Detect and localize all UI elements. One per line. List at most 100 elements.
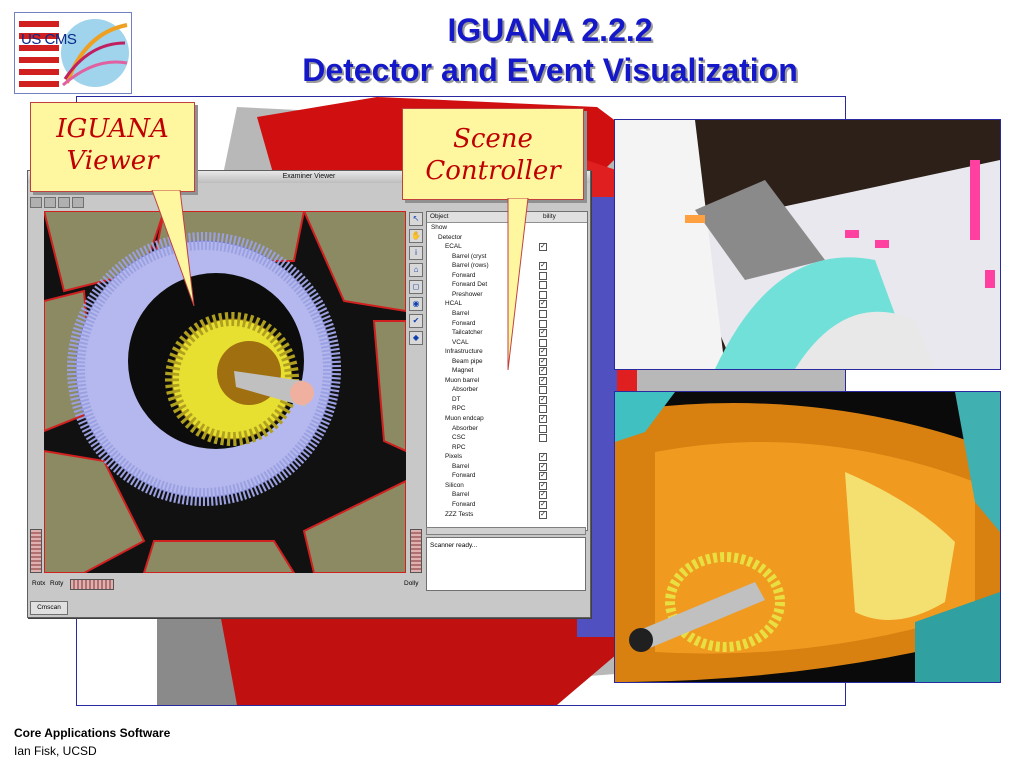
visibility-checkbox[interactable]: ✓ [539,415,547,423]
tree-item-label: VCAL [452,338,469,346]
seek-icon[interactable]: ✔ [409,314,423,328]
visibility-checkbox[interactable] [539,338,547,347]
visibility-checkbox[interactable]: ✓ [539,510,547,519]
visibility-checkbox[interactable]: ✓ [539,262,547,271]
callout-viewer-line2: Viewer [66,146,159,176]
help-icon[interactable] [72,197,84,208]
slide-title-line2: Detector and Event Visualization [302,52,798,88]
visibility-checkbox[interactable]: ✓ [539,481,547,490]
visibility-checkbox[interactable] [539,434,547,443]
tree-item[interactable]: Show [431,223,447,232]
visibility-checkbox[interactable]: ✓ [539,348,547,357]
tree-item-label: Forward [452,319,476,327]
tree-item-label: Absorber [452,424,478,432]
visibility-checkbox[interactable] [539,424,547,433]
view-all-icon[interactable]: ◻ [409,280,423,294]
visibility-checkbox[interactable] [539,405,547,414]
visibility-checkbox[interactable]: ✓ [539,500,547,509]
tree-item[interactable]: VCAL [452,338,469,347]
tree-item[interactable]: CSC [452,433,466,442]
visibility-checkbox[interactable]: ✓ [539,329,547,338]
tree-item-label: Beam pipe [452,357,483,365]
visibility-checkbox[interactable]: ✓ [539,376,547,385]
tree-item[interactable]: Barrel [452,490,469,499]
uscms-logo-graphic [19,19,129,91]
tree-item[interactable]: Magnet [452,366,473,375]
tree-item[interactable]: ECAL [445,242,462,251]
print-icon[interactable] [58,197,70,208]
visibility-checkbox[interactable] [539,319,547,328]
right-thumbwheel[interactable] [410,529,422,573]
tree-item[interactable]: RPC [452,404,466,413]
visibility-checkbox[interactable]: ✓ [539,453,547,462]
examiner-viewer-window[interactable]: Examiner Viewer [27,170,591,618]
tree-item[interactable]: ZZZ Tests [445,510,473,519]
tree-item-label: DT [452,395,461,403]
info-icon[interactable]: i [409,246,423,260]
tree-item[interactable]: Tailcatcher [452,328,483,337]
tab-cmscan[interactable]: Cmscan [30,601,68,615]
tree-item[interactable]: Forward Det [452,280,487,289]
visibility-checkbox[interactable]: ✓ [539,357,547,366]
tree-item[interactable]: Barrel (rows) [452,261,489,270]
visibility-checkbox[interactable]: ✓ [539,300,547,309]
tree-item[interactable]: Forward [452,271,475,280]
tree-item[interactable]: Absorber [452,385,478,394]
tree-item[interactable]: RPC [452,443,466,452]
visibility-checkbox[interactable]: ✓ [539,472,547,481]
tree-col-visibility: bility [543,213,556,220]
visibility-checkbox[interactable]: ✓ [539,367,547,376]
callout-viewer-pointer [151,190,195,307]
tree-item[interactable]: Pixels [445,452,462,461]
footer-author: Ian Fisk, UCSD [14,744,97,758]
visibility-checkbox[interactable] [539,271,547,280]
uscms-logo: US CMS [14,12,132,94]
tree-item[interactable]: HCAL [445,299,462,308]
3d-detector-view[interactable] [44,211,406,573]
tree-item[interactable]: Infrastructure [445,347,483,356]
tree-item[interactable]: Barrel [452,462,469,471]
visibility-checkbox[interactable] [539,309,547,318]
open-folder-icon[interactable] [30,197,42,208]
visibility-checkbox[interactable] [539,281,547,290]
home-icon[interactable]: ⌂ [409,263,423,277]
visibility-checkbox[interactable] [539,290,547,299]
visibility-checkbox[interactable]: ✓ [539,491,547,500]
tree-item-label: ZZZ Tests [445,510,474,518]
tree-item-label: Tailcatcher [452,329,483,337]
hand-icon[interactable]: ✋ [409,229,423,243]
roty-thumbwheel[interactable] [70,579,114,590]
tree-item-label: Absorber [452,386,478,394]
tree-item[interactable]: Forward [452,500,475,509]
viewer-toolbar [30,197,200,209]
tree-item[interactable]: DT [452,395,461,404]
tree-item[interactable]: Barrel [452,309,469,318]
tree-item[interactable]: Detector [438,233,462,242]
visibility-checkbox[interactable]: ✓ [539,462,547,471]
tree-item[interactable]: Muon barrel [445,376,479,385]
pick-arrow-icon[interactable]: ↖ [409,212,423,226]
tree-item-label: Magnet [452,367,474,375]
eye-icon[interactable]: ◉ [409,297,423,311]
tree-item-label: Barrel (rows) [452,262,489,270]
tree-item[interactable]: Forward [452,471,475,480]
visibility-checkbox[interactable]: ✓ [539,395,547,404]
tree-item[interactable]: Muon endcap [445,414,484,423]
tree-horizontal-scrollbar[interactable] [426,527,586,535]
tree-item[interactable]: Absorber [452,424,478,433]
tree-item[interactable]: Barrel (cryst [452,252,486,261]
tree-item[interactable]: Silicon [445,481,464,490]
tree-item[interactable]: Preshower [452,290,483,299]
visibility-checkbox[interactable]: ✓ [539,243,547,252]
status-panel: Scanner ready... [426,537,586,591]
save-icon[interactable] [44,197,56,208]
detector-closeup-art [615,120,1000,369]
callout-viewer-line1: IGUANA [56,114,169,144]
visibility-checkbox[interactable] [539,386,547,395]
detector-closeup-image [614,119,1001,370]
tree-item[interactable]: Beam pipe [452,357,483,366]
tree-item[interactable]: Forward [452,319,475,328]
projection-icon[interactable]: ◆ [409,331,423,345]
left-thumbwheel[interactable] [30,529,42,573]
